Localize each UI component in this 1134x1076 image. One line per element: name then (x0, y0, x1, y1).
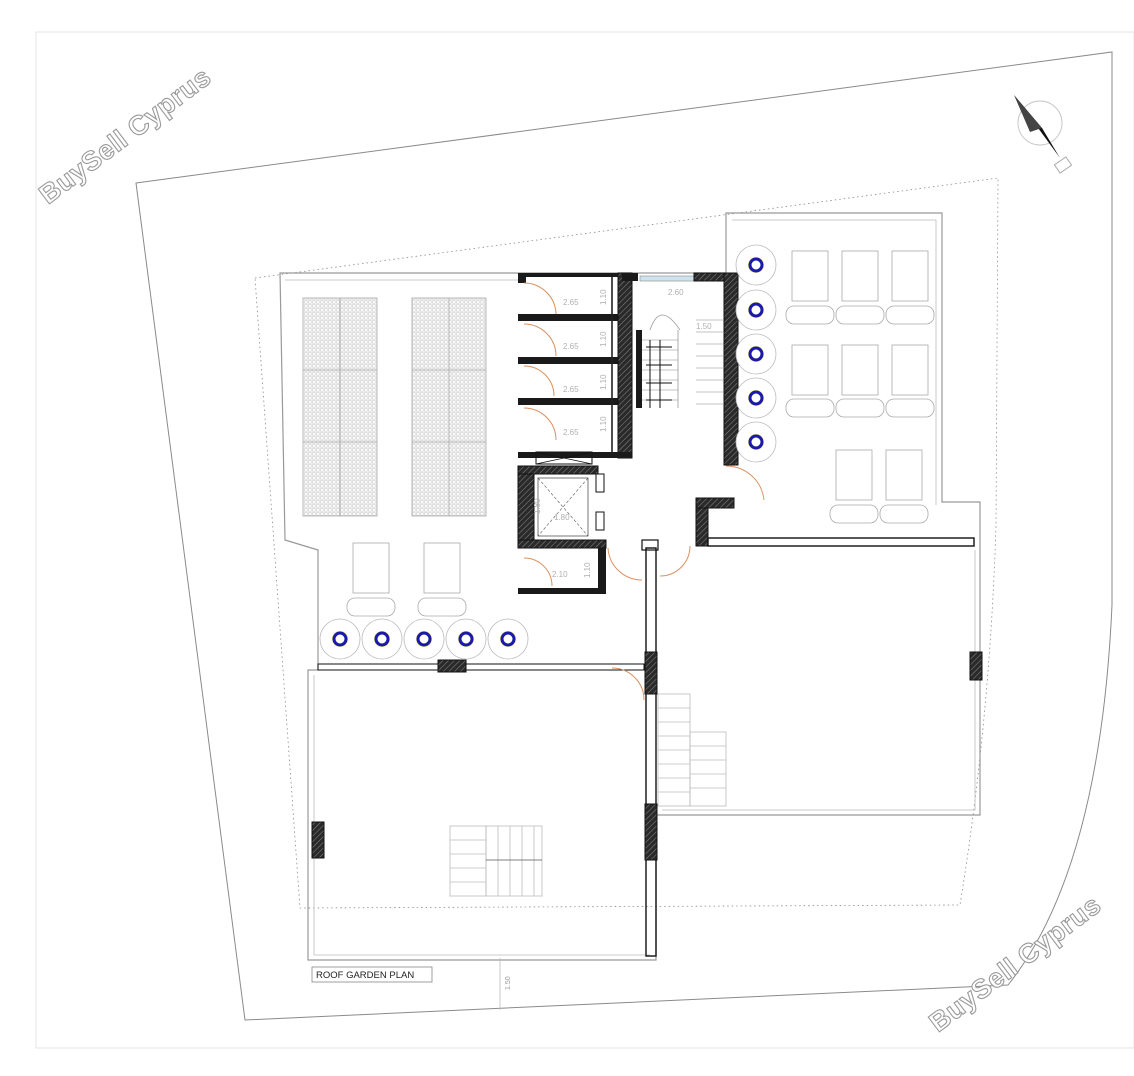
dim-small-room-width: 2.10 (552, 570, 568, 579)
dim-room-1-depth: 1.10 (599, 289, 608, 305)
dim-small-room-depth: 1.10 (583, 562, 592, 578)
light-fixture-icon (403, 618, 445, 660)
central-wall (311, 547, 983, 957)
watermark-bottom-right: BuySell Cyprus (924, 890, 1107, 1038)
setback-dim: 1.50 (505, 976, 512, 990)
plan-title: ROOF GARDEN PLAN (316, 970, 414, 981)
stair-core (622, 272, 739, 466)
dim-room-4-width: 2.65 (563, 428, 579, 437)
external-stair-right (657, 693, 727, 807)
light-fixture-icon (445, 618, 487, 660)
north-arrow-icon (1014, 95, 1073, 174)
plot-boundary (135, 51, 1113, 1021)
light-fixture-icon (487, 618, 529, 660)
building-inner-outline (285, 219, 976, 956)
sunbeds-right (785, 250, 935, 524)
light-fixture-icon (735, 333, 777, 375)
dim-stair-label: 1.50 (696, 322, 712, 331)
plan-title-box (311, 966, 433, 983)
storage-rooms (518, 272, 633, 459)
dim-room-3-depth: 1.10 (599, 374, 608, 390)
external-stair-left (449, 825, 543, 897)
dim-room-3-width: 2.65 (563, 385, 579, 394)
light-fixture-icon (361, 618, 403, 660)
dim-room-2-depth: 1.10 (599, 331, 608, 347)
light-fixture-icon (735, 244, 777, 286)
lift-shaft (517, 451, 607, 549)
dim-stair-width: 2.60 (668, 288, 684, 297)
light-fixture-icon (735, 421, 777, 463)
dim-lift-width: 1.80 (554, 513, 570, 522)
small-room (518, 548, 606, 594)
watermark-top-left: BuySell Cyprus (34, 62, 217, 210)
light-fixture-icon (735, 289, 777, 331)
dim-room-1-width: 2.65 (563, 298, 579, 307)
landing-doors (607, 465, 975, 581)
pv-panel-array-right (411, 297, 487, 517)
garden-lights-right (735, 244, 777, 463)
pv-panel-array-left (302, 297, 378, 517)
dim-lift-depth: 1.80 (533, 498, 542, 514)
dim-room-2-width: 2.65 (563, 342, 579, 351)
sunbeds-left (346, 542, 467, 617)
sheet-frame (35, 31, 1134, 1049)
garden-lights-left (319, 618, 529, 660)
light-fixture-icon (735, 377, 777, 419)
setback-line (254, 177, 999, 909)
dim-room-4-depth: 1.10 (599, 416, 608, 432)
light-fixture-icon (319, 618, 361, 660)
